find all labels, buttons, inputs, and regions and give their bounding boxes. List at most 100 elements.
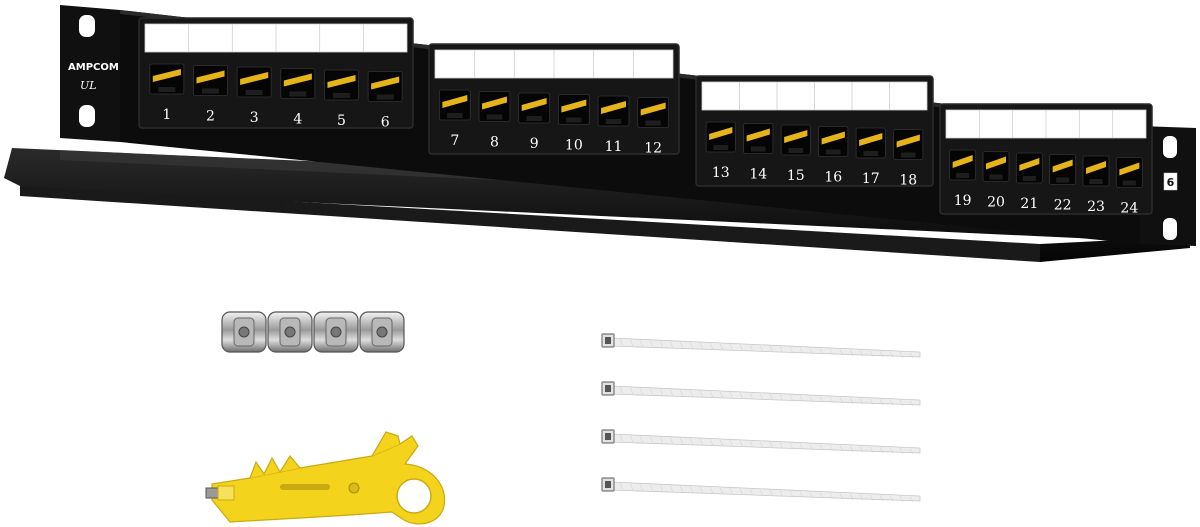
rj45-port-21[interactable]: 21 — [1015, 152, 1043, 212]
rj45-port-13[interactable]: 13 — [705, 121, 736, 181]
rj45-port-2[interactable]: 2 — [193, 65, 228, 125]
rj45-port-6[interactable]: 6 — [367, 71, 403, 131]
port-number-3: 3 — [250, 110, 259, 126]
rj45-port-23[interactable]: 23 — [1082, 155, 1110, 215]
cable-tie-set — [601, 333, 921, 503]
cable-tie-teeth — [849, 445, 854, 452]
cable-tie-teeth — [799, 395, 804, 402]
port-latch — [526, 116, 542, 121]
rj45-port-12[interactable]: 12 — [637, 97, 670, 157]
rj45-port-14[interactable]: 14 — [743, 123, 774, 183]
rj45-port-15[interactable]: 15 — [780, 124, 811, 184]
port-latch — [900, 152, 916, 158]
port-latch — [158, 87, 176, 92]
rj45-port-18[interactable]: 18 — [893, 129, 924, 189]
port-contacts — [859, 133, 883, 146]
cable-tie-teeth — [909, 448, 914, 455]
port-latch — [605, 119, 622, 124]
cable-tie-teeth — [849, 493, 854, 500]
cable-tie-teeth — [659, 437, 664, 444]
port-contacts — [1119, 162, 1140, 176]
port-contacts — [152, 69, 181, 82]
port-latch — [989, 174, 1003, 180]
rack-unit-label-box — [1163, 172, 1178, 191]
cable-tie-teeth — [819, 492, 824, 499]
cable-tie-strap — [611, 481, 921, 502]
cable-tie-teeth — [649, 436, 654, 443]
cable-tie-teeth — [689, 342, 694, 349]
port-number-9: 9 — [530, 136, 539, 152]
port-latch — [713, 145, 729, 150]
cable-tie-teeth — [819, 396, 824, 403]
port-number-15: 15 — [787, 168, 805, 184]
cable-tie-teeth — [659, 341, 664, 348]
cable-tie-icon — [601, 333, 921, 359]
rj45-port-19[interactable]: 19 — [949, 149, 977, 209]
cable-tie-teeth — [629, 339, 634, 346]
cable-tie-strap — [611, 433, 921, 454]
cable-tie-teeth — [829, 444, 834, 452]
rj45-port-3[interactable]: 3 — [236, 66, 272, 126]
cable-tie-teeth — [789, 394, 794, 402]
rj45-port-20[interactable]: 20 — [982, 151, 1010, 211]
cable-tie-teeth — [909, 400, 914, 407]
cable-tie-teeth — [649, 388, 654, 395]
cage-nut-thread — [376, 326, 388, 338]
rj45-port-22[interactable]: 22 — [1049, 154, 1077, 214]
rj45-port-7[interactable]: 7 — [438, 89, 471, 149]
port-contacts — [784, 130, 808, 143]
cable-tie-teeth — [789, 490, 794, 498]
cable-tie-teeth — [719, 439, 724, 447]
cable-tie-icon — [601, 429, 921, 455]
rj45-port-5[interactable]: 5 — [324, 69, 359, 129]
cable-tie-teeth — [789, 442, 794, 450]
cable-tie-teeth — [629, 483, 634, 490]
cable-tie-teeth — [779, 346, 784, 353]
rj45-port-9[interactable]: 9 — [518, 92, 551, 152]
cable-tie-teeth — [679, 389, 684, 397]
port-latch — [1022, 176, 1036, 181]
port-latch — [956, 173, 970, 178]
port-latch — [645, 120, 661, 126]
port-number-16: 16 — [824, 170, 842, 186]
cable-tie-teeth — [799, 443, 804, 450]
cable-tie-teeth — [759, 489, 764, 496]
cable-tie-teeth — [769, 394, 774, 401]
cable-tie-teeth — [619, 435, 624, 442]
rj45-port-17[interactable]: 17 — [855, 127, 886, 187]
port-number-19: 19 — [954, 193, 972, 209]
cable-tie-teeth — [649, 484, 654, 491]
cable-tie-teeth — [639, 484, 644, 491]
cable-tie-strap — [611, 337, 921, 358]
cable-tie-teeth — [729, 440, 734, 447]
cable-tie-teeth — [749, 441, 754, 448]
rj45-port-24[interactable]: 24 — [1115, 157, 1143, 217]
port-number-23: 23 — [1087, 199, 1105, 215]
port-contacts — [283, 73, 312, 87]
cable-tie-teeth — [879, 399, 884, 406]
port-number-13: 13 — [712, 165, 730, 181]
port-contacts — [986, 156, 1006, 170]
port-contacts — [952, 155, 973, 168]
cable-tie-lock — [605, 433, 611, 440]
port-latch — [486, 114, 503, 120]
rj45-port-8[interactable]: 8 — [478, 91, 511, 151]
rj45-port-16[interactable]: 16 — [818, 126, 849, 186]
cage-nut-thread — [238, 326, 250, 338]
cage-nut-set — [221, 311, 405, 353]
port-number-14: 14 — [749, 167, 767, 183]
port-number-17: 17 — [862, 171, 880, 187]
rj45-port-11[interactable]: 11 — [597, 95, 630, 155]
rj45-port-10[interactable]: 10 — [557, 94, 590, 154]
port-contacts — [896, 134, 920, 148]
cable-tie-teeth — [689, 486, 694, 493]
cable-tie-teeth — [749, 345, 754, 352]
rj45-port-1[interactable]: 1 — [149, 63, 185, 123]
port-latch — [750, 146, 766, 152]
cable-tie-teeth — [769, 346, 774, 353]
cable-tie-teeth — [769, 442, 774, 449]
rj45-port-4[interactable]: 4 — [280, 68, 316, 128]
port-latch — [566, 117, 582, 123]
